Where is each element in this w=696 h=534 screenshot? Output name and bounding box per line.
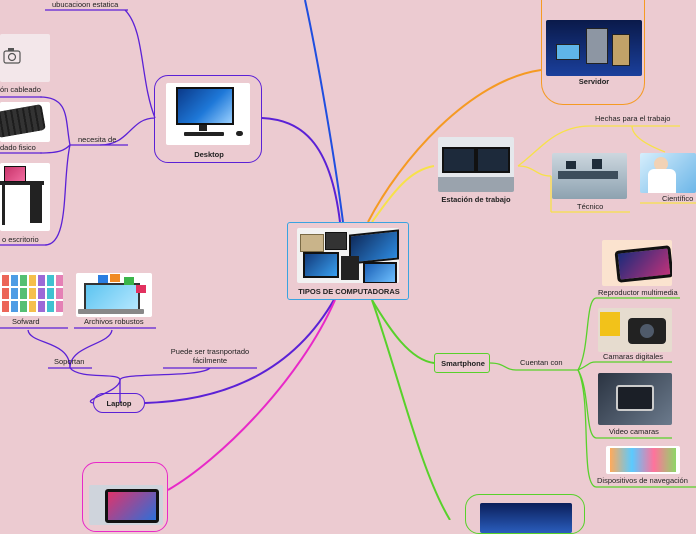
bottom-green-node[interactable] <box>465 494 585 534</box>
datacenter-icon <box>480 503 572 533</box>
servidor-title: Servidor <box>578 77 610 86</box>
central-node[interactable]: TIPOS DE COMPUTADORAS <box>287 222 409 300</box>
tablet-node[interactable] <box>82 462 168 532</box>
navigation-device-icon <box>606 446 680 474</box>
desktop-item-cableado: ón cableado <box>0 85 41 94</box>
smartphone-item-reproductor: Reproductor multimedia <box>598 288 678 297</box>
desktop-item-teclado: dado fisico <box>0 143 36 152</box>
central-title: TIPOS DE COMPUTADORAS <box>298 287 400 296</box>
technical-lab-icon <box>552 153 627 199</box>
software-apps-icon <box>0 272 63 316</box>
smartphone-node[interactable]: Smartphone <box>434 353 490 373</box>
connector-lines <box>0 0 696 520</box>
smartphone-connector-label: Cuentan con <box>520 358 563 367</box>
smartphone-item-navegacion: Dispositivos de navegación <box>597 476 688 485</box>
desktop-item-escritorio: o escritorio <box>2 235 39 244</box>
desktop-title: Desktop <box>194 150 224 159</box>
keyboard-icon <box>0 102 50 142</box>
estacion-item-tecnico: Técnico <box>577 202 604 211</box>
laptop-item-archivos: Archivos robustos <box>84 317 144 326</box>
laptop-title: Laptop <box>106 399 132 408</box>
laptop-branch-transportado: Puede ser trasnportado fácilmente <box>170 347 250 365</box>
desktop-node[interactable]: Desktop <box>154 75 262 163</box>
digital-camera-icon <box>598 308 672 352</box>
desktop-connector-label: necesita de <box>78 135 117 144</box>
laptop-files-icon <box>76 273 152 317</box>
camera-icon <box>0 34 50 82</box>
estacion-title: Estación de trabajo <box>441 195 511 204</box>
smartphone-item-video: Video camaras <box>609 427 659 436</box>
estacion-node[interactable]: Estación de trabajo <box>434 130 518 210</box>
estacion-item-cientifico: Científico <box>662 194 694 203</box>
desk-icon <box>0 163 50 231</box>
desktop-item-ubicacion: ubucacioon estatica <box>52 0 119 9</box>
server-icon <box>546 20 642 76</box>
smartphone-title: Smartphone <box>441 359 485 368</box>
media-player-icon <box>602 240 672 286</box>
scientific-lab-icon <box>640 153 696 193</box>
servidor-node[interactable]: Servidor <box>541 0 645 105</box>
smartphone-item-camaras: Camaras digitales <box>603 352 664 361</box>
video-camera-icon <box>598 373 672 425</box>
laptop-node[interactable]: Laptop <box>93 393 145 413</box>
tablet-icon <box>89 485 163 525</box>
laptop-branch-soportan: Soportan <box>54 357 85 366</box>
estacion-branch-trabajo: Hechas para el trabajo <box>595 114 671 123</box>
desktop-computer-icon <box>166 83 250 145</box>
workstation-icon <box>438 137 514 192</box>
computers-collage-icon <box>297 228 399 283</box>
laptop-item-sofward: Sofward <box>12 317 40 326</box>
